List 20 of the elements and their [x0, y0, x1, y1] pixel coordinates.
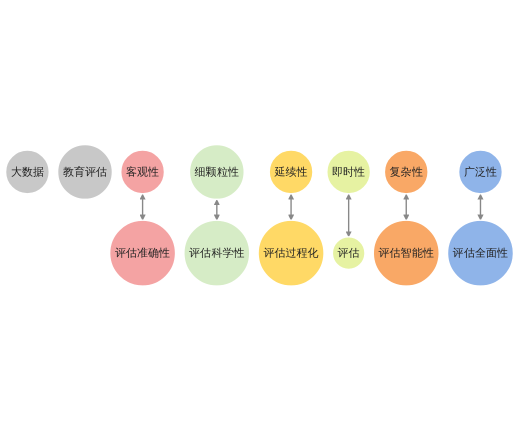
- node-circle: 即时性: [326, 149, 372, 194]
- node-circle: 复杂性: [384, 149, 429, 194]
- arrow: [346, 193, 352, 237]
- node-circle: 细颗粒性: [188, 144, 245, 200]
- arrow: [140, 193, 146, 220]
- arrow: [288, 193, 294, 220]
- node-circle: 评估科学性: [183, 219, 250, 286]
- arrow: [403, 193, 410, 220]
- arrow: [477, 193, 484, 220]
- node-circle: 评估: [332, 236, 366, 270]
- node-circle: 评估智能性: [372, 219, 440, 286]
- node-circle: 广泛性: [458, 149, 504, 194]
- node-circle: 教育评估: [56, 144, 114, 200]
- arrow: [214, 199, 220, 220]
- node-circle: 客观性: [120, 149, 166, 194]
- node-circle: 评估过程化: [257, 219, 325, 286]
- node-circle: 大数据: [4, 149, 50, 194]
- node-circle: 评估全面性: [446, 219, 514, 286]
- node-circle: 评估准确性: [108, 219, 176, 286]
- node-circle: 延续性: [268, 149, 314, 194]
